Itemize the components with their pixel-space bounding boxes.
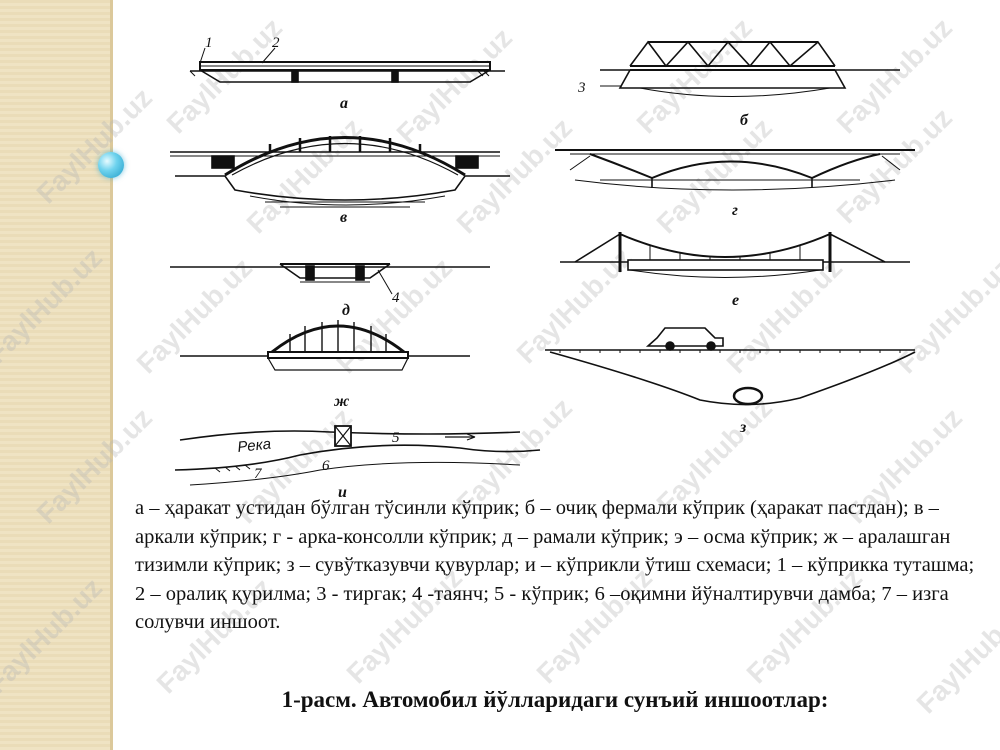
bridge-types-figure: а б в г д е ж з и 1 2 3 4 5 6 7 Река xyxy=(170,35,916,500)
panel-label: в xyxy=(340,209,347,226)
part-number: 3 xyxy=(577,80,586,96)
part-number: 2 xyxy=(272,35,280,51)
diagram-truss-bridge xyxy=(600,40,900,97)
panel-label: з xyxy=(739,419,746,436)
panel-label: б xyxy=(740,112,749,129)
panel-label: а xyxy=(340,95,348,112)
diagram-arch-bridge xyxy=(170,136,510,208)
panel-label: и xyxy=(338,484,347,500)
part-number: 1 xyxy=(205,35,213,51)
diagram-combined-system-bridge xyxy=(180,320,470,371)
diagram-crossing-scheme xyxy=(174,425,541,486)
left-band-edge xyxy=(110,0,113,750)
panel-label: е xyxy=(732,292,739,309)
figure-caption: а – ҳаракат устидан бўлган тўсинли кўпри… xyxy=(135,497,975,633)
part-number: 4 xyxy=(392,290,400,306)
panel-label: г xyxy=(732,202,738,219)
figure-title: 1-расм. Автомобил йўлларидаги сунъий инш… xyxy=(281,687,829,712)
diagram-beam-bridge xyxy=(189,47,505,83)
panel-label: д xyxy=(342,302,350,319)
diagram-frame-bridge xyxy=(170,263,490,295)
diagram-suspension-bridge xyxy=(560,232,910,278)
river-label: Река xyxy=(237,436,272,456)
decorative-bubble xyxy=(98,152,124,178)
panel-label: ж xyxy=(333,393,349,410)
decorative-left-band xyxy=(0,0,112,750)
diagram-arch-cantilever-bridge xyxy=(555,149,915,191)
part-number: 5 xyxy=(392,430,400,446)
part-number: 7 xyxy=(254,466,263,482)
diagram-culvert xyxy=(545,327,916,406)
part-number: 6 xyxy=(322,458,330,474)
